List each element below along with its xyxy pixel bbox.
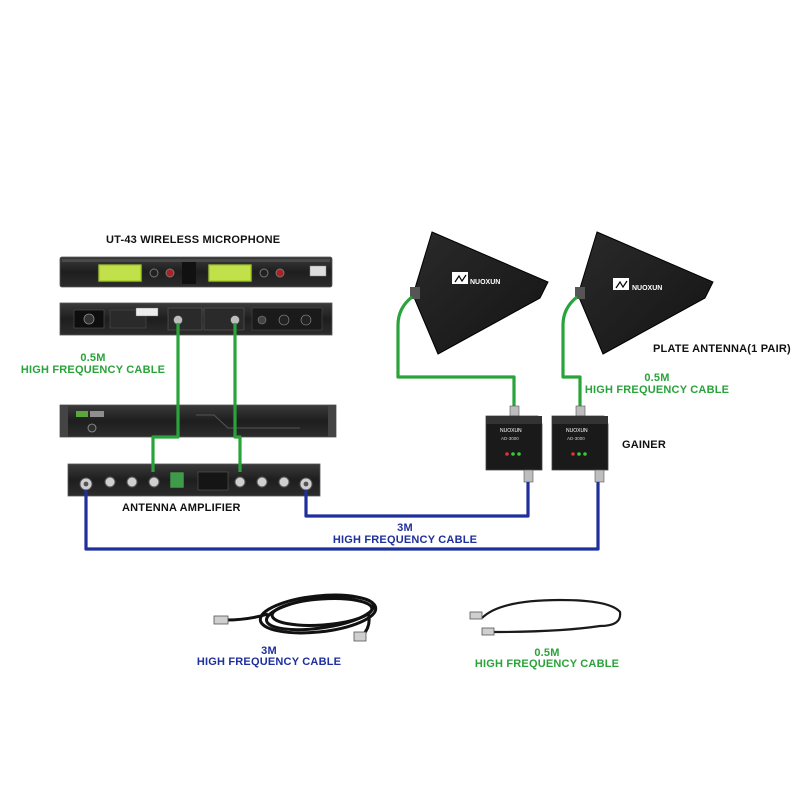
cable-left-length: 0.5M [80, 352, 106, 364]
receiver-front-panel [59, 256, 333, 288]
gainer-left: NUOXUN AD-3000 [485, 405, 543, 483]
sample-short-length: 0.5M [534, 647, 560, 659]
receiver-back-panel [59, 302, 333, 336]
green-cable-right [396, 295, 582, 413]
plate-antenna-right: NUOXUN [575, 231, 714, 355]
coax-cable-3m [213, 593, 378, 642]
plate-antenna-label: PLATE ANTENNA(1 PAIR) [653, 343, 791, 355]
amplifier-title: ANTENNA AMPLIFIER [122, 502, 241, 514]
cable-right-length: 0.5M [644, 372, 670, 384]
gainer-right: NUOXUN AD-3000 [551, 405, 609, 483]
sample-short-type: HIGH FREQUENCY CABLE [474, 658, 620, 670]
plate-antenna-left: NUOXUN [410, 231, 549, 355]
green-cable-left [151, 323, 242, 472]
antenna-logo-left: NUOXUN [470, 279, 500, 286]
gainer-logo-left: NUOXUN [500, 428, 522, 434]
gainer-label: GAINER [622, 439, 666, 451]
rack-unit-front [59, 404, 337, 438]
cable-left-type: HIGH FREQUENCY CABLE [20, 364, 166, 376]
coax-cable-0-5m [469, 598, 622, 636]
gainer-model-right: AD-3000 [567, 436, 585, 441]
cable-right-type: HIGH FREQUENCY CABLE [584, 384, 730, 396]
receiver-title: UT-43 WIRELESS MICROPHONE [106, 234, 281, 246]
sample-long-length: 3M [261, 645, 277, 657]
antenna-amplifier-panel [67, 463, 321, 497]
cable-main-type: HIGH FREQUENCY CABLE [332, 534, 478, 546]
cable-main-length: 3M [397, 522, 413, 534]
gainer-logo-right: NUOXUN [566, 428, 588, 434]
gainer-model-left: AD-3000 [501, 436, 519, 441]
antenna-logo-right: NUOXUN [632, 285, 662, 292]
blue-cable-main [84, 482, 600, 551]
sample-long-type: HIGH FREQUENCY CABLE [196, 656, 342, 668]
